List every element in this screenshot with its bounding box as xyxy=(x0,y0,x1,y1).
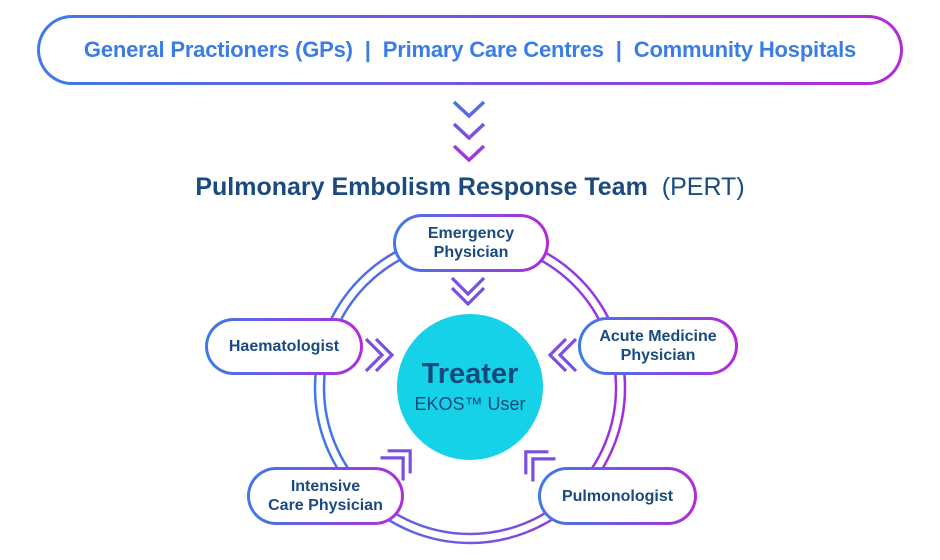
member-pill-pulmonologist: Pulmonologist xyxy=(538,467,697,525)
referral-segment-primary-care: Primary Care Centres xyxy=(382,37,604,62)
member-label-line: Haematologist xyxy=(228,338,340,355)
referral-sources-banner: General Practioners (GPs) | Primary Care… xyxy=(37,15,903,85)
member-pill-haematologist: Haematologist xyxy=(205,318,363,375)
referral-segment-community-hospitals: Community Hospitals xyxy=(633,37,857,62)
page-title-suffix: (PERT) xyxy=(661,173,745,201)
page-title: Pulmonary Embolism Response Team (PERT) xyxy=(0,169,940,205)
member-label-line: Physician xyxy=(433,244,509,261)
chevron-from-acute-medicine-icon xyxy=(546,337,580,373)
chevron-from-haematologist-icon xyxy=(362,337,396,373)
separator-bar: | xyxy=(364,37,371,62)
member-label-line: Care Physician xyxy=(268,497,383,514)
triple-chevron-down-icon xyxy=(452,100,486,163)
member-label-line: Intensive xyxy=(290,478,361,495)
member-pill-acute-medicine-physician: Acute Medicine Physician xyxy=(578,317,738,375)
member-pill-intensive-care-physician: Intensive Care Physician xyxy=(247,467,404,525)
member-label-line: Pulmonologist xyxy=(561,487,674,505)
member-label-line: Physician xyxy=(620,347,696,364)
chevron-from-intensive-care-icon xyxy=(376,435,425,484)
treater-heading: Treater xyxy=(421,358,519,390)
member-label-line: Acute Medicine xyxy=(599,328,717,345)
chevron-from-pulmonologist-icon xyxy=(510,436,559,485)
chevron-from-emergency-icon xyxy=(450,274,486,308)
treater-circle: Treater EKOS™ User xyxy=(397,314,543,460)
page-title-main: Pulmonary Embolism Response Team xyxy=(195,173,648,201)
referral-segment-gps: General Practioners (GPs) xyxy=(83,37,353,62)
treater-subheading: EKOS™ User xyxy=(414,394,526,414)
member-label-line: Emergency xyxy=(427,225,515,242)
member-pill-emergency-physician: Emergency Physician xyxy=(393,214,549,272)
separator-bar: | xyxy=(615,37,622,62)
